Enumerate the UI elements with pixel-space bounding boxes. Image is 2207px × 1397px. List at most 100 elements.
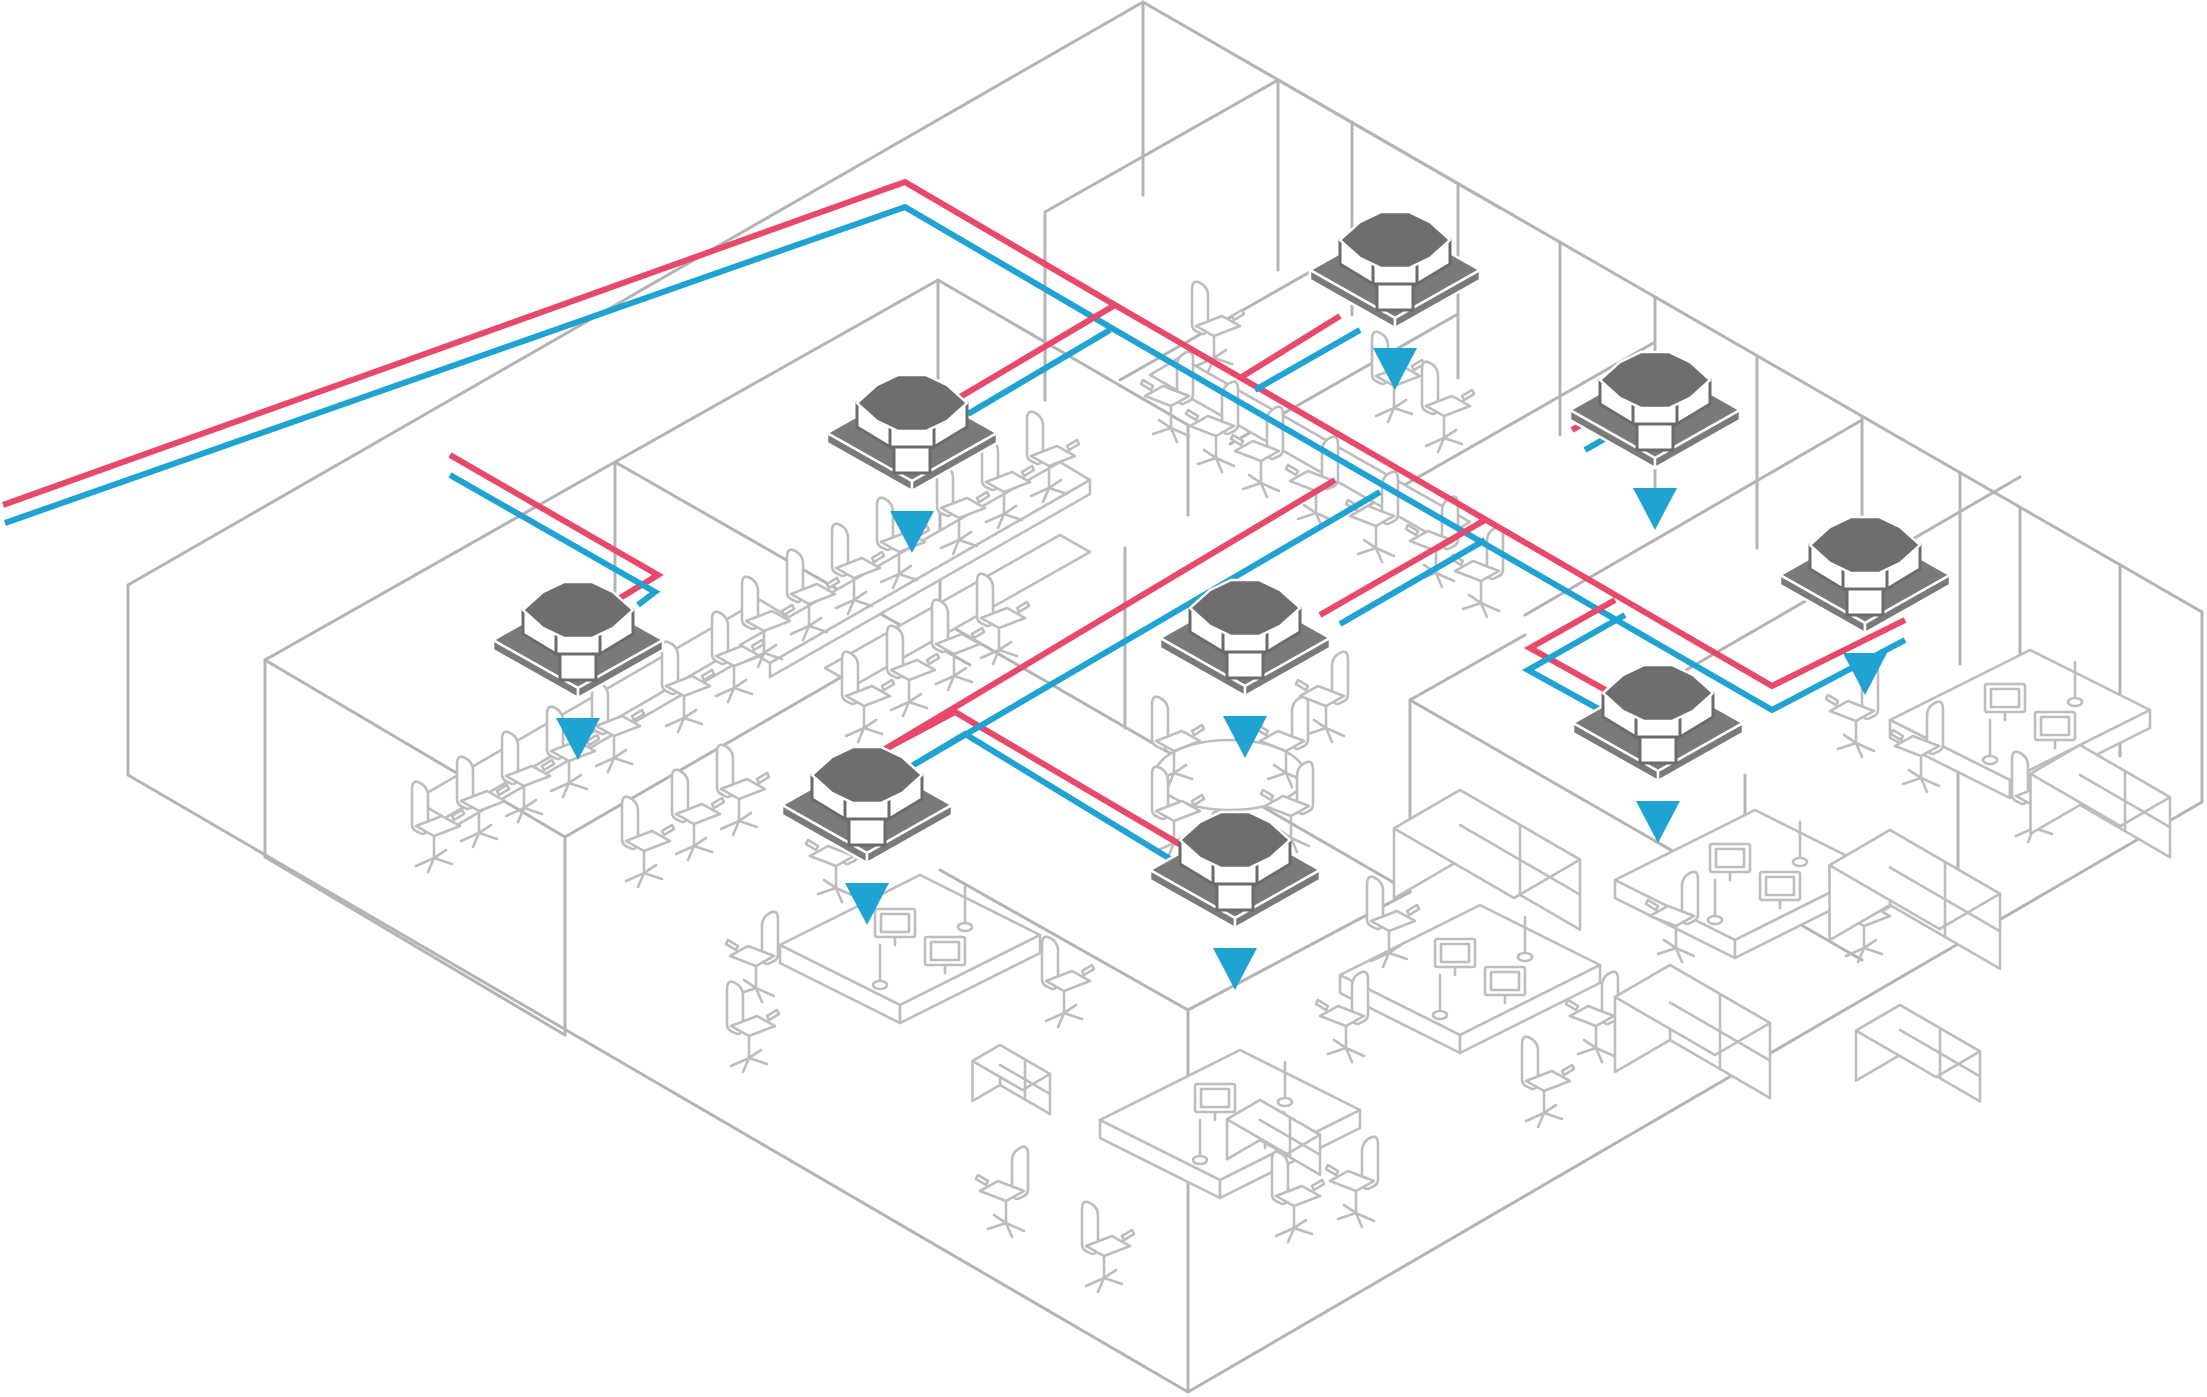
storage-cabinet-icon [2029, 743, 2172, 859]
ceiling-cassette-unit-icon [780, 745, 954, 865]
office-chair-icon [715, 743, 771, 837]
cold-pipe-trunk [4, 203, 1907, 714]
ceiling-cassette-unit-icon [1778, 515, 1952, 635]
office-chair-icon [1270, 1150, 1326, 1244]
office-chair-icon [980, 436, 1036, 530]
building-walls [126, 0, 2204, 1394]
desk [898, 933, 1042, 1025]
hot-pipe-branch-9 [1523, 597, 1622, 701]
desk-lamp-icon [871, 943, 889, 991]
hot-pipe-branch-1 [448, 452, 664, 601]
airflow-down-triangle-icon [1636, 801, 1680, 843]
office-chair-icon [1150, 765, 1206, 859]
refrigerant-pipes [1, 178, 1907, 885]
office-chair-icon [1025, 410, 1081, 504]
ceiling-cassette-unit-icon [1158, 578, 1332, 698]
office-chair-icon [1365, 875, 1421, 969]
monitor-icon [2033, 710, 2077, 750]
office-chair-icon [974, 1145, 1030, 1239]
office-chair-icon [1190, 280, 1246, 374]
ceiling-cassette-units [491, 210, 1952, 930]
desk-lamp-icon [956, 885, 974, 933]
airflow-arrows [556, 348, 1887, 990]
desk-lamp-icon [2066, 660, 2084, 708]
desk-lamp-icon [1981, 718, 1999, 766]
desk [768, 478, 1092, 679]
desk-lamp-icon [1706, 878, 1724, 926]
storage-cabinet-icon [1854, 1003, 1982, 1103]
office-chair-icon [1889, 700, 1945, 794]
airflow-down-triangle-icon [1223, 716, 1267, 758]
office-chair-icon [1040, 935, 1096, 1029]
cold-pipe-branch-5 [903, 489, 1382, 885]
cold-pipe-branch-9 [1521, 612, 1627, 721]
cold-pipe-branch-6 [1338, 537, 1487, 627]
storage-cabinet-icon [971, 1043, 1052, 1116]
desk-lamp-icon [1431, 973, 1449, 1021]
office-chair-icon [1080, 1200, 1136, 1294]
cold-pipe-branch-2 [966, 327, 1112, 417]
office-chair-icon [500, 730, 556, 824]
desk-lamp-icon [1791, 820, 1809, 868]
ceiling-cassette-unit-icon [1148, 810, 1322, 930]
office-chair-icon [1229, 405, 1285, 499]
office-chair-icon [410, 780, 466, 874]
office-chair-icon [724, 910, 780, 1004]
office-furniture [410, 280, 2172, 1294]
monitor-icon [1758, 870, 1802, 910]
office-chair-icon [975, 572, 1031, 666]
monitor-icon [1983, 682, 2027, 722]
office-chair-icon [740, 575, 796, 669]
monitor-icon [1483, 965, 1527, 1005]
monitor-icon [1193, 1082, 1237, 1122]
office-chair-icon [1294, 650, 1350, 744]
monitor-icon [923, 935, 967, 975]
office-chair-icon [670, 768, 726, 862]
office-chair-icon [830, 522, 886, 616]
airflow-down-triangle-icon [556, 718, 600, 760]
office-chair-icon [1520, 1035, 1576, 1129]
airflow-down-triangle-icon [1843, 653, 1887, 695]
office-chair-icon [1324, 1135, 1380, 1229]
hot-pipe-branch-5 [878, 477, 1337, 868]
ceiling-cassette-unit-icon [491, 580, 665, 700]
desk-lamp-icon [1191, 1118, 1209, 1166]
office-chair-icon [620, 795, 676, 889]
office-chair-icon [1644, 870, 1700, 964]
office-chair-icon [885, 624, 941, 718]
desk-lamp-icon [1276, 1060, 1294, 1108]
office-chair-icon [725, 980, 781, 1074]
storage-cabinet-icon [1828, 828, 2002, 971]
office-chair-icon [1420, 360, 1476, 454]
storage-cabinet-icon [1613, 963, 1772, 1100]
storage-cabinet-icon [1392, 788, 1582, 931]
office-chair-icon [1254, 695, 1310, 789]
ceiling-cassette-unit-icon [1568, 350, 1742, 470]
office-chair-icon [455, 755, 511, 849]
ceiling-cassette-unit-icon [1571, 663, 1745, 783]
hot-pipe-branch-2 [953, 302, 1117, 403]
ceiling-cassette-unit-icon [1308, 210, 1482, 330]
monitor-icon [1433, 937, 1477, 977]
cold-pipe-branch-3 [1253, 327, 1362, 393]
airflow-down-triangle-icon [845, 883, 889, 925]
office-chair-icon [1139, 350, 1195, 444]
monitor-icon [1708, 842, 1752, 882]
monitor-icon [873, 907, 917, 947]
hot-pipe-branch-6 [1318, 517, 1487, 618]
airflow-down-triangle-icon [1373, 348, 1417, 390]
ceiling-cassette-unit-icon [825, 373, 999, 493]
office-chair-icon [930, 598, 986, 692]
hot-pipe-trunk [1, 178, 1907, 690]
airflow-down-triangle-icon [890, 511, 934, 553]
desk [1458, 963, 1602, 1055]
cold-pipe-branch-1 [448, 472, 661, 608]
office-chair-icon [875, 496, 931, 590]
office-chair-icon [660, 640, 716, 734]
desk-lamp-icon [1516, 915, 1534, 963]
office-chair-icon [840, 650, 896, 744]
office-chair-icon [785, 548, 841, 642]
office-chair-icon [1259, 760, 1315, 854]
airflow-down-triangle-icon [1633, 488, 1677, 530]
